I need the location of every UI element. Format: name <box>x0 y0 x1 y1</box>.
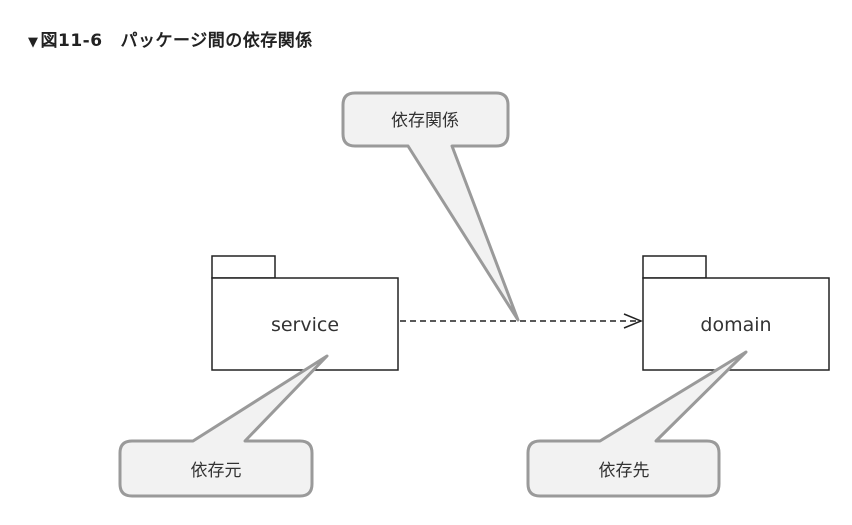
callout-target: 依存先 <box>526 350 748 498</box>
callout-source-bubble <box>118 354 329 498</box>
package-domain-tab <box>642 255 707 279</box>
callout-dependency: 依存関係 <box>341 91 520 322</box>
package-service: service <box>211 255 399 371</box>
package-domain-body <box>642 277 830 371</box>
figure-title: ▼図11-6 パッケージ間の依存関係 <box>28 26 313 51</box>
callout-dependency-text: 依存関係 <box>391 111 459 131</box>
callout-source: 依存元 <box>118 354 329 498</box>
package-domain: domain <box>642 255 830 371</box>
package-domain-label: domain <box>700 314 771 336</box>
callout-source-text: 依存元 <box>191 461 242 481</box>
figure-caption: パッケージ間の依存関係 <box>120 31 313 51</box>
callout-target-bubble <box>526 350 748 498</box>
callout-dependency-bubble <box>341 91 520 322</box>
triangle-marker: ▼ <box>28 35 39 50</box>
figure-number: 図11-6 <box>40 31 103 51</box>
package-service-tab <box>211 255 276 279</box>
callout-target-text: 依存先 <box>599 461 650 481</box>
package-service-label: service <box>271 314 339 336</box>
package-service-body <box>211 277 399 371</box>
